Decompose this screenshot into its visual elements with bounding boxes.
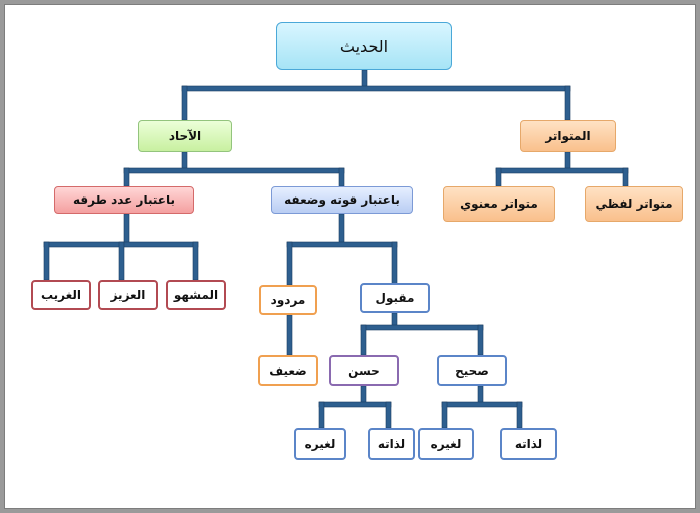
node-label: مردود — [270, 293, 306, 307]
node-mutawatir-manawi: متواتر معنوي — [443, 186, 555, 222]
node-hasan-li-ghayrihi: لغيره — [294, 428, 346, 460]
connector — [286, 241, 293, 286]
connector — [286, 241, 398, 248]
connector — [360, 324, 367, 356]
node-mutawatir: المتواتر — [520, 120, 616, 152]
connector — [181, 151, 188, 171]
node-label: صحيح — [455, 363, 489, 378]
node-label: باعتبار عدد طرقه — [73, 193, 175, 207]
node-label: مقبول — [375, 291, 415, 305]
node-hasan: حسن — [329, 355, 399, 386]
node-hadith: الحديث — [276, 22, 452, 70]
node-mardud: مردود — [259, 285, 317, 315]
connector — [338, 167, 345, 187]
connector — [477, 324, 484, 356]
connector — [495, 167, 502, 187]
node-label: لذاته — [514, 437, 543, 451]
connector — [361, 69, 368, 89]
node-daif: ضعيف — [258, 355, 318, 386]
connector — [564, 85, 571, 121]
connector — [123, 213, 130, 247]
node-sahih-li-ghayrihi: لغيره — [418, 428, 474, 460]
node-label: لغيره — [430, 437, 462, 451]
connector — [622, 167, 629, 187]
node-label: باعتبار قوته وضعفه — [284, 193, 400, 207]
connector — [318, 401, 392, 408]
connector — [385, 401, 392, 429]
node-aziz: العزيز — [98, 280, 158, 310]
node-sahih: صحيح — [437, 355, 507, 386]
node-hasan-li-dhatihi: لذاته — [368, 428, 415, 460]
connector — [338, 213, 345, 247]
node-label: متواتر معنوي — [460, 197, 538, 211]
connector — [123, 167, 345, 174]
node-label: لغيره — [304, 437, 336, 451]
connector — [391, 241, 398, 286]
connector — [286, 314, 293, 356]
node-label: حسن — [348, 363, 380, 378]
node-sahih-li-dhatihi: لذاته — [500, 428, 557, 460]
node-mashhur: المشهو — [166, 280, 226, 310]
node-label: الحديث — [339, 36, 389, 56]
connector — [564, 151, 571, 171]
node-label: المشهو — [173, 288, 219, 302]
node-label: الآحاد — [168, 129, 202, 143]
node-label: المتواتر — [545, 129, 591, 143]
connector — [123, 167, 130, 187]
node-mutawatir-lafzi: متواتر لفظي — [585, 186, 683, 222]
connector — [43, 241, 50, 281]
node-ahad: الآحاد — [138, 120, 232, 152]
node-by-chains: باعتبار عدد طرقه — [54, 186, 194, 214]
node-maqbul: مقبول — [360, 283, 430, 313]
connector — [192, 241, 199, 281]
connector — [181, 85, 188, 121]
connector — [495, 167, 629, 174]
node-label: ضعيف — [269, 363, 307, 378]
node-label: متواتر لفظي — [595, 197, 673, 211]
node-by-strength: باعتبار قوته وضعفه — [271, 186, 413, 214]
connector — [360, 324, 484, 331]
node-label: الغريب — [40, 288, 82, 302]
node-gharib: الغريب — [31, 280, 91, 310]
connector — [181, 85, 571, 92]
connector — [318, 401, 325, 429]
connector — [118, 241, 125, 281]
node-label: لذاته — [377, 437, 406, 451]
node-label: العزيز — [110, 288, 146, 302]
connector — [441, 401, 523, 408]
connector — [441, 401, 448, 429]
connector — [516, 401, 523, 429]
